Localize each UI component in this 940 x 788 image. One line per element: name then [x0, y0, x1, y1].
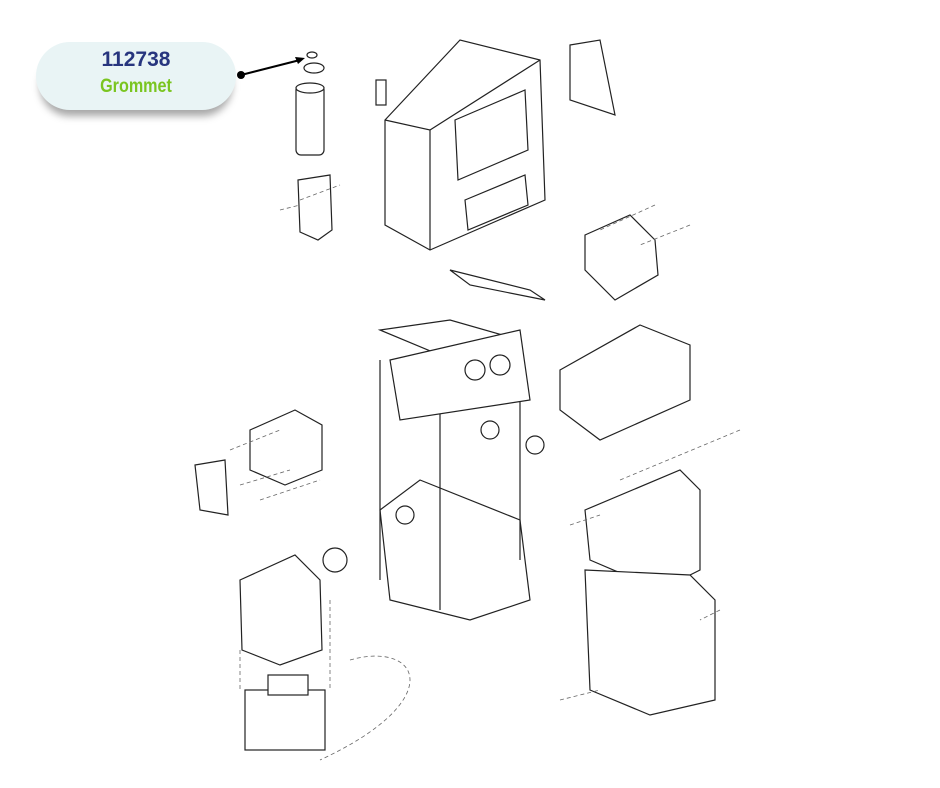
part-name: Grommet [100, 76, 172, 97]
part-number: 112738 [101, 48, 171, 71]
part-callout-bubble: 112738 Grommet [36, 42, 236, 110]
filter-canister [295, 51, 333, 241]
callout-leader-arrow [237, 57, 305, 79]
motor-shrouds [194, 39, 716, 751]
assembly-guide-lines [229, 184, 741, 761]
control-box [375, 39, 546, 251]
pump-frame [377, 269, 546, 621]
